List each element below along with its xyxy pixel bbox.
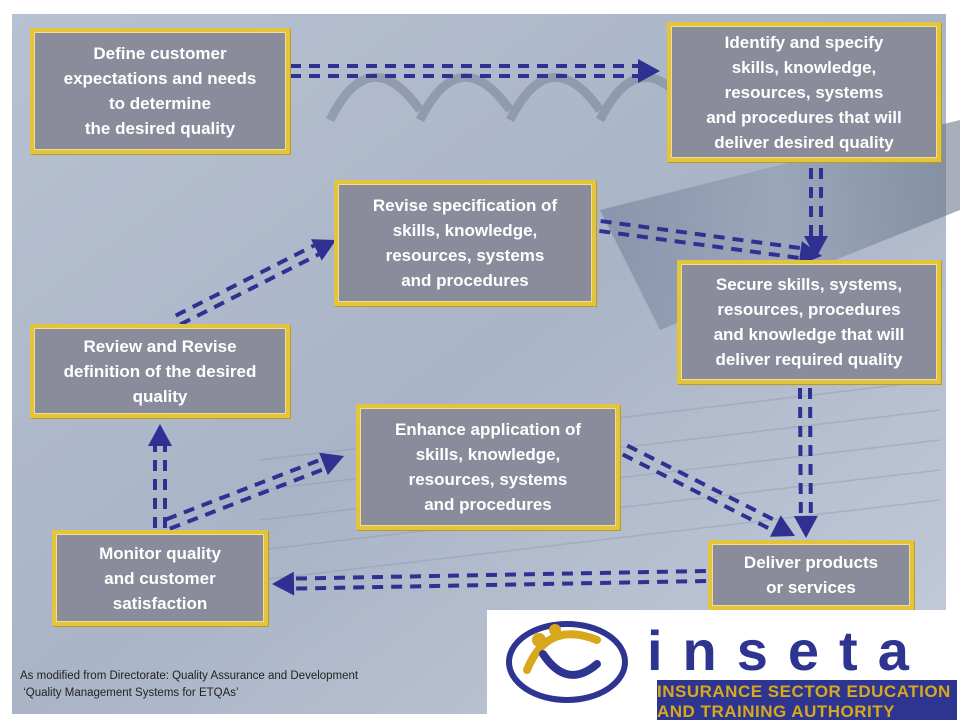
box-deliver-products: Deliver products or services [708, 540, 914, 610]
box-revise-specification: Revise specification of skills, knowledg… [334, 180, 596, 306]
arrow-deliver-to-monitor [272, 569, 707, 596]
arrow-review-to-revise [174, 239, 336, 327]
arrow-define-to-identify [290, 59, 660, 83]
footnote-line-1: As modified from Directorate: Quality As… [20, 670, 359, 682]
arrow-secure-to-deliver [793, 387, 818, 538]
arrow-enhance-to-deliver [621, 443, 795, 537]
arrow-monitor-to-review [148, 424, 172, 528]
box-text: Revise specification of skills, knowledg… [338, 184, 592, 302]
box-text: Deliver products or services [712, 544, 910, 606]
footnote-line-2: ‘Quality Management Systems for ETQAs’ [20, 687, 239, 699]
box-text: Enhance application of skills, knowledge… [360, 408, 616, 526]
box-text: Define customer expectations and needs t… [34, 32, 286, 150]
box-text: Identify and specify skills, knowledge, … [671, 26, 937, 158]
box-text: Review and Revise definition of the desi… [34, 328, 286, 414]
logo-tagline-line-1: INSURANCE SECTOR EDUCATION [657, 682, 951, 701]
box-define-expectations: Define customer expectations and needs t… [30, 28, 290, 154]
box-review-revise: Review and Revise definition of the desi… [30, 324, 290, 418]
logo-wordmark: inseta [647, 619, 929, 682]
box-text: Monitor quality and customer satisfactio… [56, 534, 264, 622]
arrow-monitor-to-enhance [165, 452, 344, 531]
box-secure-skills: Secure skills, systems, resources, proce… [677, 260, 941, 384]
box-identify-specify: Identify and specify skills, knowledge, … [667, 22, 941, 162]
logo-emblem-icon [487, 610, 960, 720]
arrow-identify-to-secure [804, 168, 828, 258]
box-enhance-application: Enhance application of skills, knowledge… [356, 404, 620, 530]
source-footnote: As modified from Directorate: Quality As… [20, 668, 358, 702]
box-monitor-quality: Monitor quality and customer satisfactio… [52, 530, 268, 626]
arrow-revise-to-secure [599, 219, 822, 265]
inseta-logo: inseta INSURANCE SECTOR EDUCATION AND TR… [487, 610, 960, 720]
logo-tagline-line-2: AND TRAINING AUTHORITY [657, 702, 895, 720]
box-text: Secure skills, systems, resources, proce… [681, 264, 937, 380]
